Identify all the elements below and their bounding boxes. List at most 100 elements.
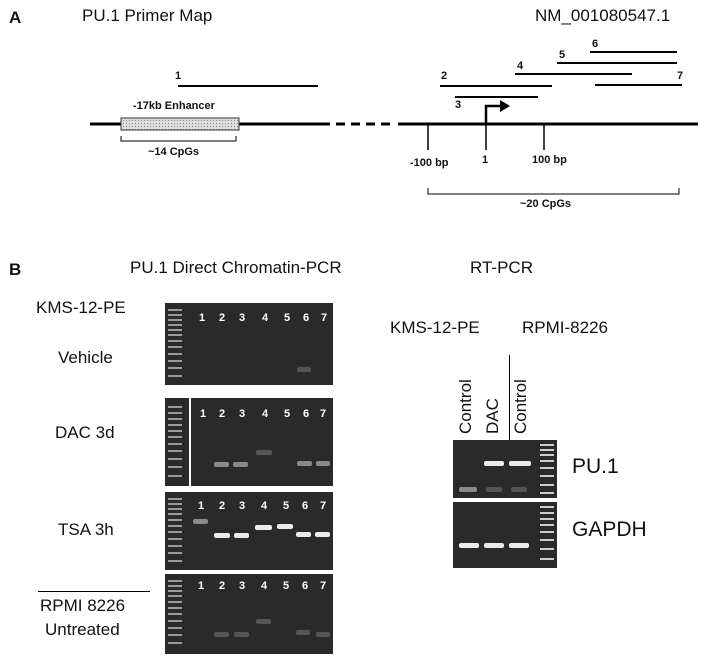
lane-label: 4 [262,312,269,324]
lane-label: 2 [219,500,226,512]
primer-map-title: PU.1 Primer Map [82,6,213,25]
gel-vehicle: 1 2 3 4 5 6 7 [165,303,333,385]
lane-label: 3 [239,408,246,420]
band [256,619,271,624]
band [316,632,330,637]
gel-tsa: 1 2 3 4 5 6 7 [165,492,333,570]
primer-label-3: 3 [455,99,462,111]
row-label-vehicle: Vehicle [58,348,113,367]
lane-label: 7 [320,580,327,592]
lane-label: 7 [320,408,327,420]
gel-rpmi: 1 2 3 4 5 6 7 [165,574,333,654]
lane-label: 7 [320,500,327,512]
gel-dac: 1 2 3 4 5 6 7 [191,398,333,486]
primer-label-7: 7 [677,70,684,82]
position-100: 100 bp [532,154,567,166]
band [277,524,293,529]
rt-cell-line-2: RPMI-8226 [522,318,608,337]
rpmi-divider [38,591,150,592]
band [256,450,272,455]
accession-label: NM_001080547.1 [535,6,671,25]
band [296,532,311,537]
lane-label: 7 [321,312,328,324]
row-label-tsa: TSA 3h [58,520,114,539]
gene-label-gapdh: GAPDH [572,518,647,541]
chip-title: PU.1 Direct Chromatin-PCR [130,258,342,277]
lane-label: 3 [239,580,246,592]
band [297,461,312,466]
band [214,462,229,467]
untreated-label: Untreated [45,620,120,639]
enhancer-box [120,117,240,131]
band [255,525,272,530]
band [459,543,479,548]
band [509,543,529,548]
lane-label: 3 [239,312,246,324]
rt-lane-control-1: Control [456,379,475,434]
band [234,632,249,637]
lane-label: 4 [262,408,269,420]
rt-lane-control-2: Control [511,379,530,434]
lane-label: 5 [284,408,291,420]
rt-gel-pu1 [453,440,557,498]
rt-ladder [537,440,557,498]
lane-label: 1 [198,500,205,512]
cell-line-label: KMS-12-PE [36,298,126,317]
primer-map-diagram [90,51,698,195]
lane-label: 6 [302,580,309,592]
primer-label-2: 2 [441,70,448,82]
enhancer-cpg-bracket [120,136,237,142]
rt-ladder [537,502,557,568]
band [316,461,330,466]
position-1: 1 [482,154,489,166]
lane-label: 6 [303,312,310,324]
panel-b-letter: B [9,260,22,279]
rt-divider [509,355,510,440]
lane-label: 4 [261,580,268,592]
row-label-dac: DAC 3d [55,423,115,442]
enhancer-label: -17kb Enhancer [133,100,215,112]
rt-lane-dac: DAC [483,398,502,434]
rt-gel-gapdh [453,502,557,568]
lane-label: 6 [302,500,309,512]
band [511,487,527,492]
tss-arrow-head [500,100,510,112]
lane-label: 5 [283,500,290,512]
band [484,461,504,466]
primer-label-4: 4 [517,60,524,72]
band [234,533,249,538]
lane-label: 2 [219,312,226,324]
gel-dac-ladder [165,398,189,486]
lane-label: 5 [284,312,291,324]
band [315,532,330,537]
lane-label: 5 [283,580,290,592]
ladder [165,303,185,385]
position-minus100: -100 bp [410,157,449,169]
band [214,632,229,637]
band [297,367,311,372]
band [296,630,310,635]
band [484,543,504,548]
band [459,487,477,492]
lane-label: 2 [219,580,226,592]
primer-label-5: 5 [559,49,566,61]
rpmi-label: RPMI 8226 [40,596,126,615]
lane-label: 3 [239,500,246,512]
primer-label-6: 6 [592,38,599,50]
lane-label: 2 [219,408,226,420]
rt-cell-line-1: KMS-12-PE [390,318,480,337]
rt-pcr-title: RT-PCR [470,258,533,277]
lane-label: 1 [198,580,205,592]
panel-a-letter: A [9,8,22,27]
lane-label: 6 [303,408,310,420]
band [486,487,502,492]
primer-label-1: 1 [175,70,182,82]
promoter-cpg-label: ~20 CpGs [520,198,572,210]
lane-label: 1 [199,312,206,324]
lane-label: 1 [200,408,207,420]
enhancer-cpg-label: ~14 CpGs [148,146,200,158]
band [214,533,230,538]
tss-arrow-line [484,104,502,124]
gene-label-pu1: PU.1 [572,455,619,478]
band [509,461,531,466]
